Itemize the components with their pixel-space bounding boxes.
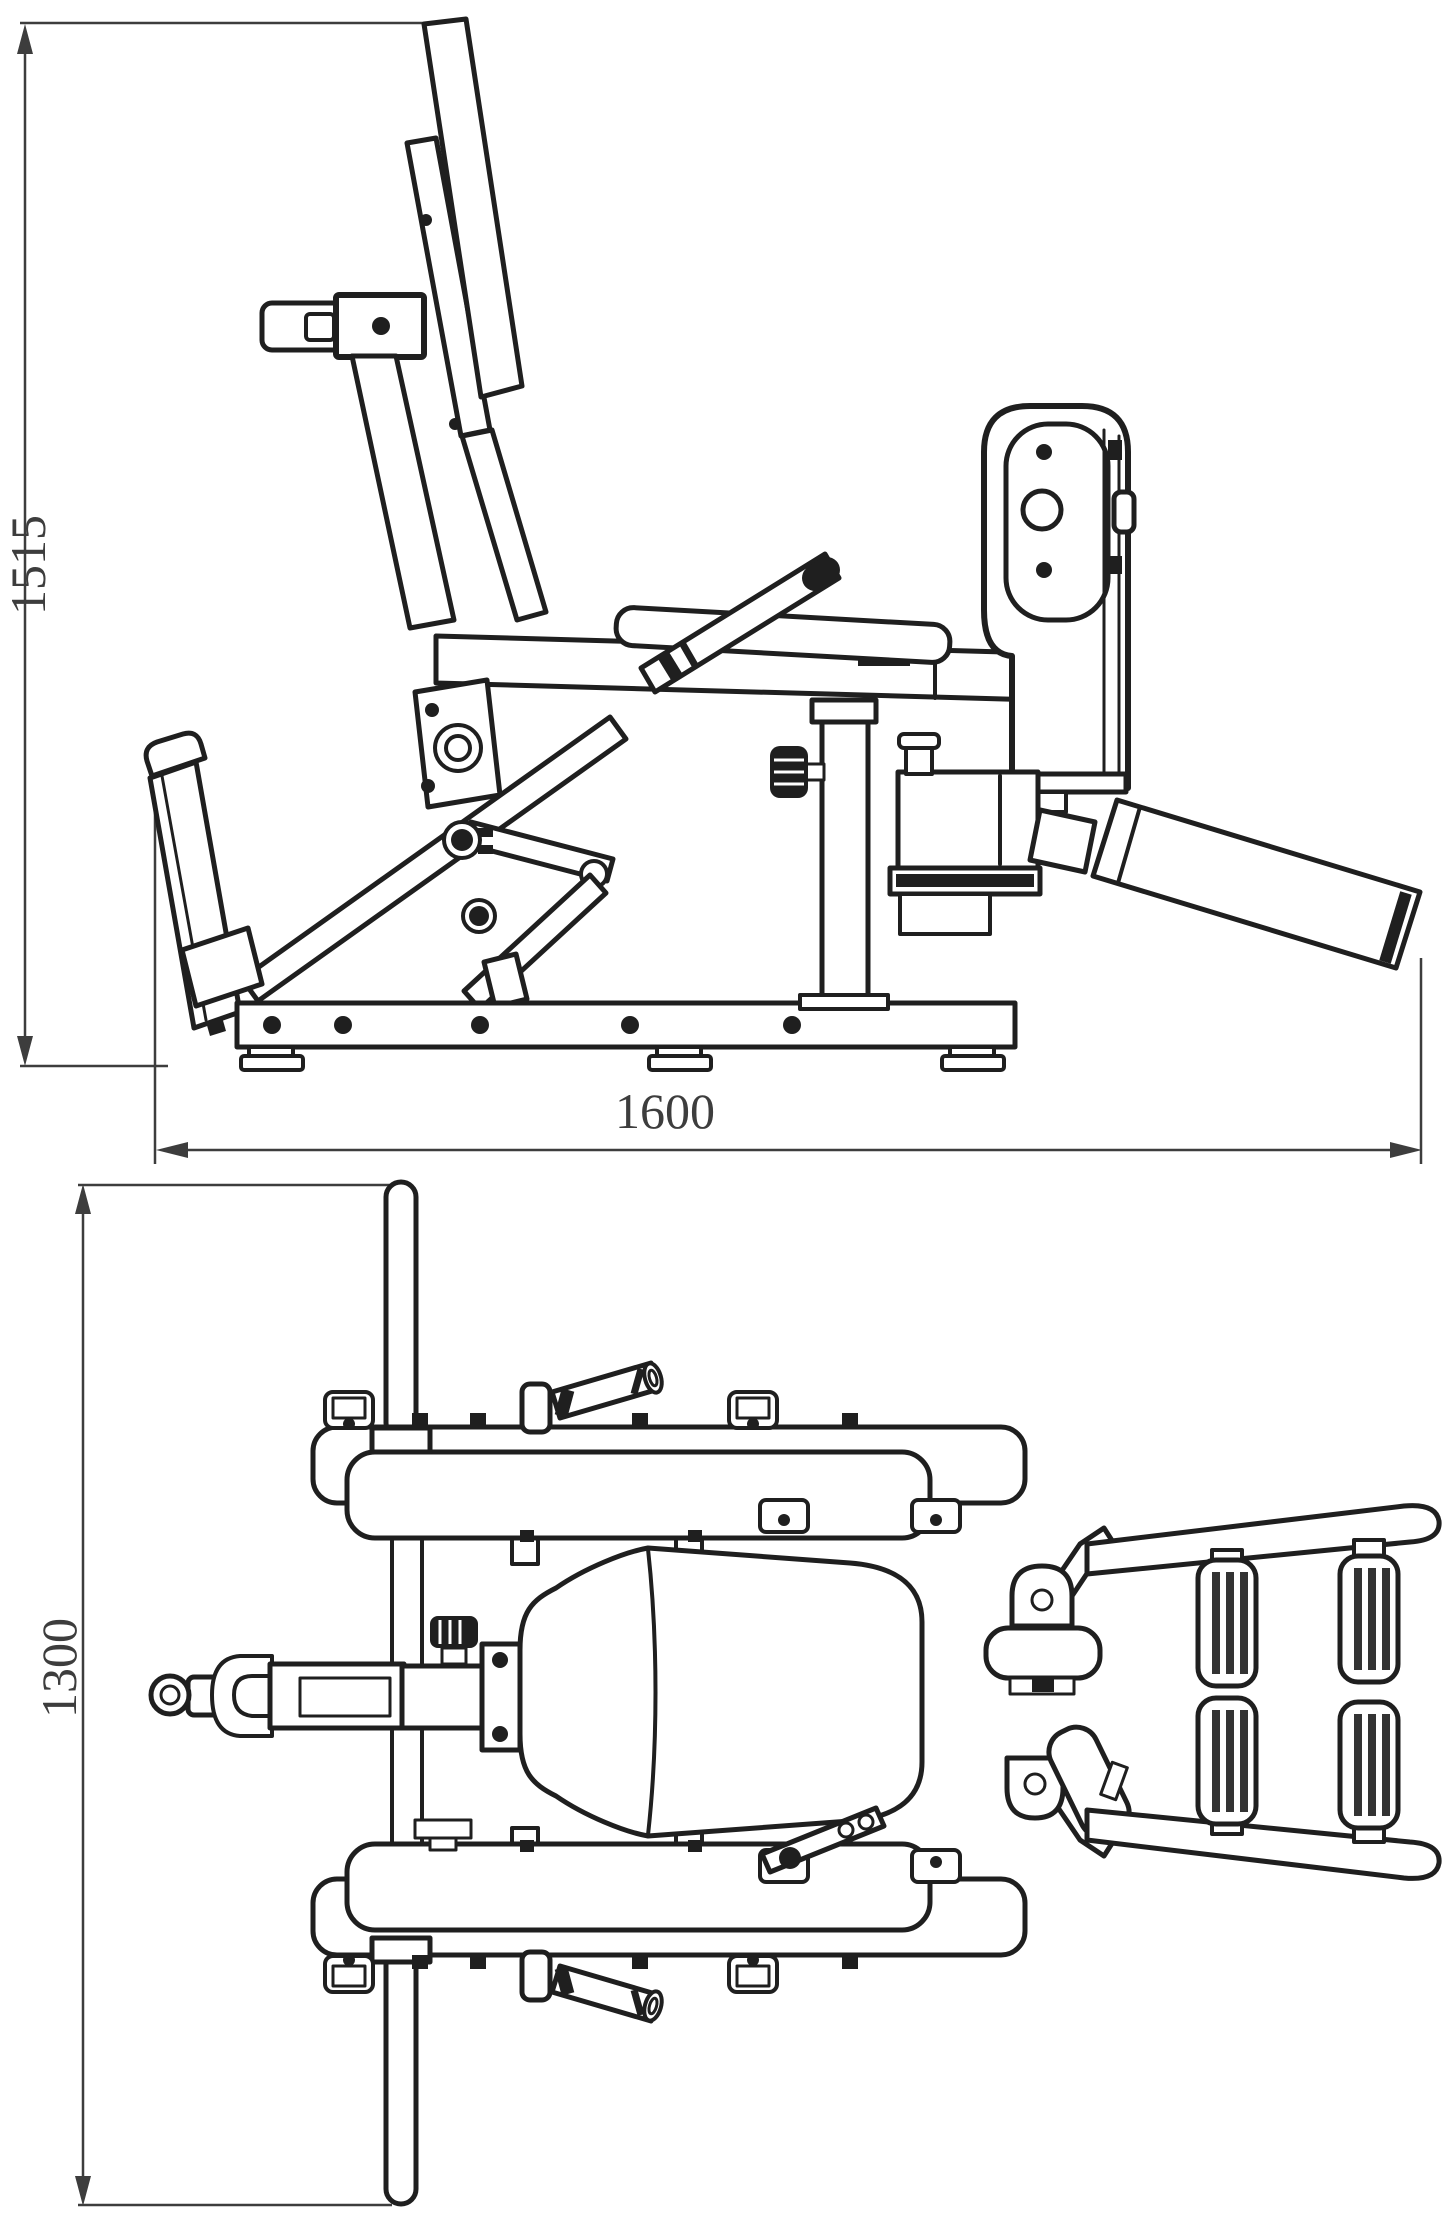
dimension-width: 1300 [31, 1183, 392, 2207]
roller-pad [1337, 1699, 1401, 1844]
plan-view: 1300 [31, 1179, 1442, 2207]
handle-plan-bottom [519, 1949, 664, 2024]
mount-bracket [910, 1498, 962, 1534]
base-foot [239, 1045, 305, 1072]
pivot-plate [412, 677, 503, 810]
mount-bracket [910, 1848, 962, 1884]
seat-post [770, 697, 890, 1011]
handle-plan-top [519, 1360, 664, 1435]
pivot-bracket-top [1009, 1563, 1075, 1629]
roller-pad [1195, 1695, 1259, 1836]
post-top [383, 1179, 419, 1441]
roller-pad-side [1027, 797, 1423, 971]
base-foot [940, 1045, 1006, 1072]
backrest-post-lower [459, 427, 549, 623]
handle-grip-side [638, 551, 842, 695]
backrest-pad [421, 16, 525, 400]
base-foot [647, 1045, 713, 1072]
dimension-height-label: 1515 [0, 515, 56, 615]
roller-arm-block [887, 732, 1043, 936]
arrow-left-icon [156, 1142, 188, 1158]
mount-bracket [758, 1498, 810, 1534]
roller-support-arm-top [1084, 1503, 1442, 1577]
pivot-block [399, 1616, 523, 1852]
base-frame [234, 1000, 1018, 1072]
dimension-width-label: 1300 [31, 1618, 87, 1718]
inner-beam-bottom [344, 1841, 933, 1933]
seat-pad-plan [517, 1545, 925, 1839]
main-frame-post [349, 353, 457, 631]
adjustment-knob [770, 746, 826, 798]
pivot-bracket-bottom [1004, 1755, 1066, 1821]
headrest-arm [259, 292, 427, 360]
foot-plate-sleeve [179, 925, 265, 1009]
arrow-up-icon [75, 1184, 91, 1214]
corner-foot [727, 1390, 779, 1430]
inner-beam-top [344, 1449, 933, 1541]
roller-pad [1195, 1548, 1259, 1689]
corner-foot [323, 1954, 375, 1994]
post-bottom [383, 1941, 419, 2207]
linkage [442, 819, 616, 1012]
thigh-pad-top [983, 1625, 1103, 1696]
roller-pad [1337, 1538, 1401, 1685]
rear-pad-bracket [981, 403, 1137, 814]
dimension-height: 1515 [0, 21, 424, 1068]
post-collar [369, 1425, 433, 1455]
lever-mechanism [759, 1805, 887, 1875]
bolt-nubs [412, 1413, 858, 1969]
dimension-length: 1600 [153, 768, 1423, 1164]
arrow-up-icon [17, 24, 33, 54]
arrow-right-icon [1390, 1142, 1422, 1158]
arrow-down-icon [17, 1036, 33, 1066]
corner-foot [323, 1390, 375, 1430]
support-beam [239, 714, 629, 1004]
cylinder-assembly [148, 1616, 523, 1852]
arrow-down-icon [75, 2176, 91, 2206]
roller-support-arm-bottom [1084, 1807, 1442, 1881]
foot-plate [143, 730, 265, 1036]
dimension-length-label: 1600 [615, 1083, 715, 1139]
corner-foot [727, 1954, 779, 1994]
side-view: 1515 1600 [0, 16, 1423, 1164]
